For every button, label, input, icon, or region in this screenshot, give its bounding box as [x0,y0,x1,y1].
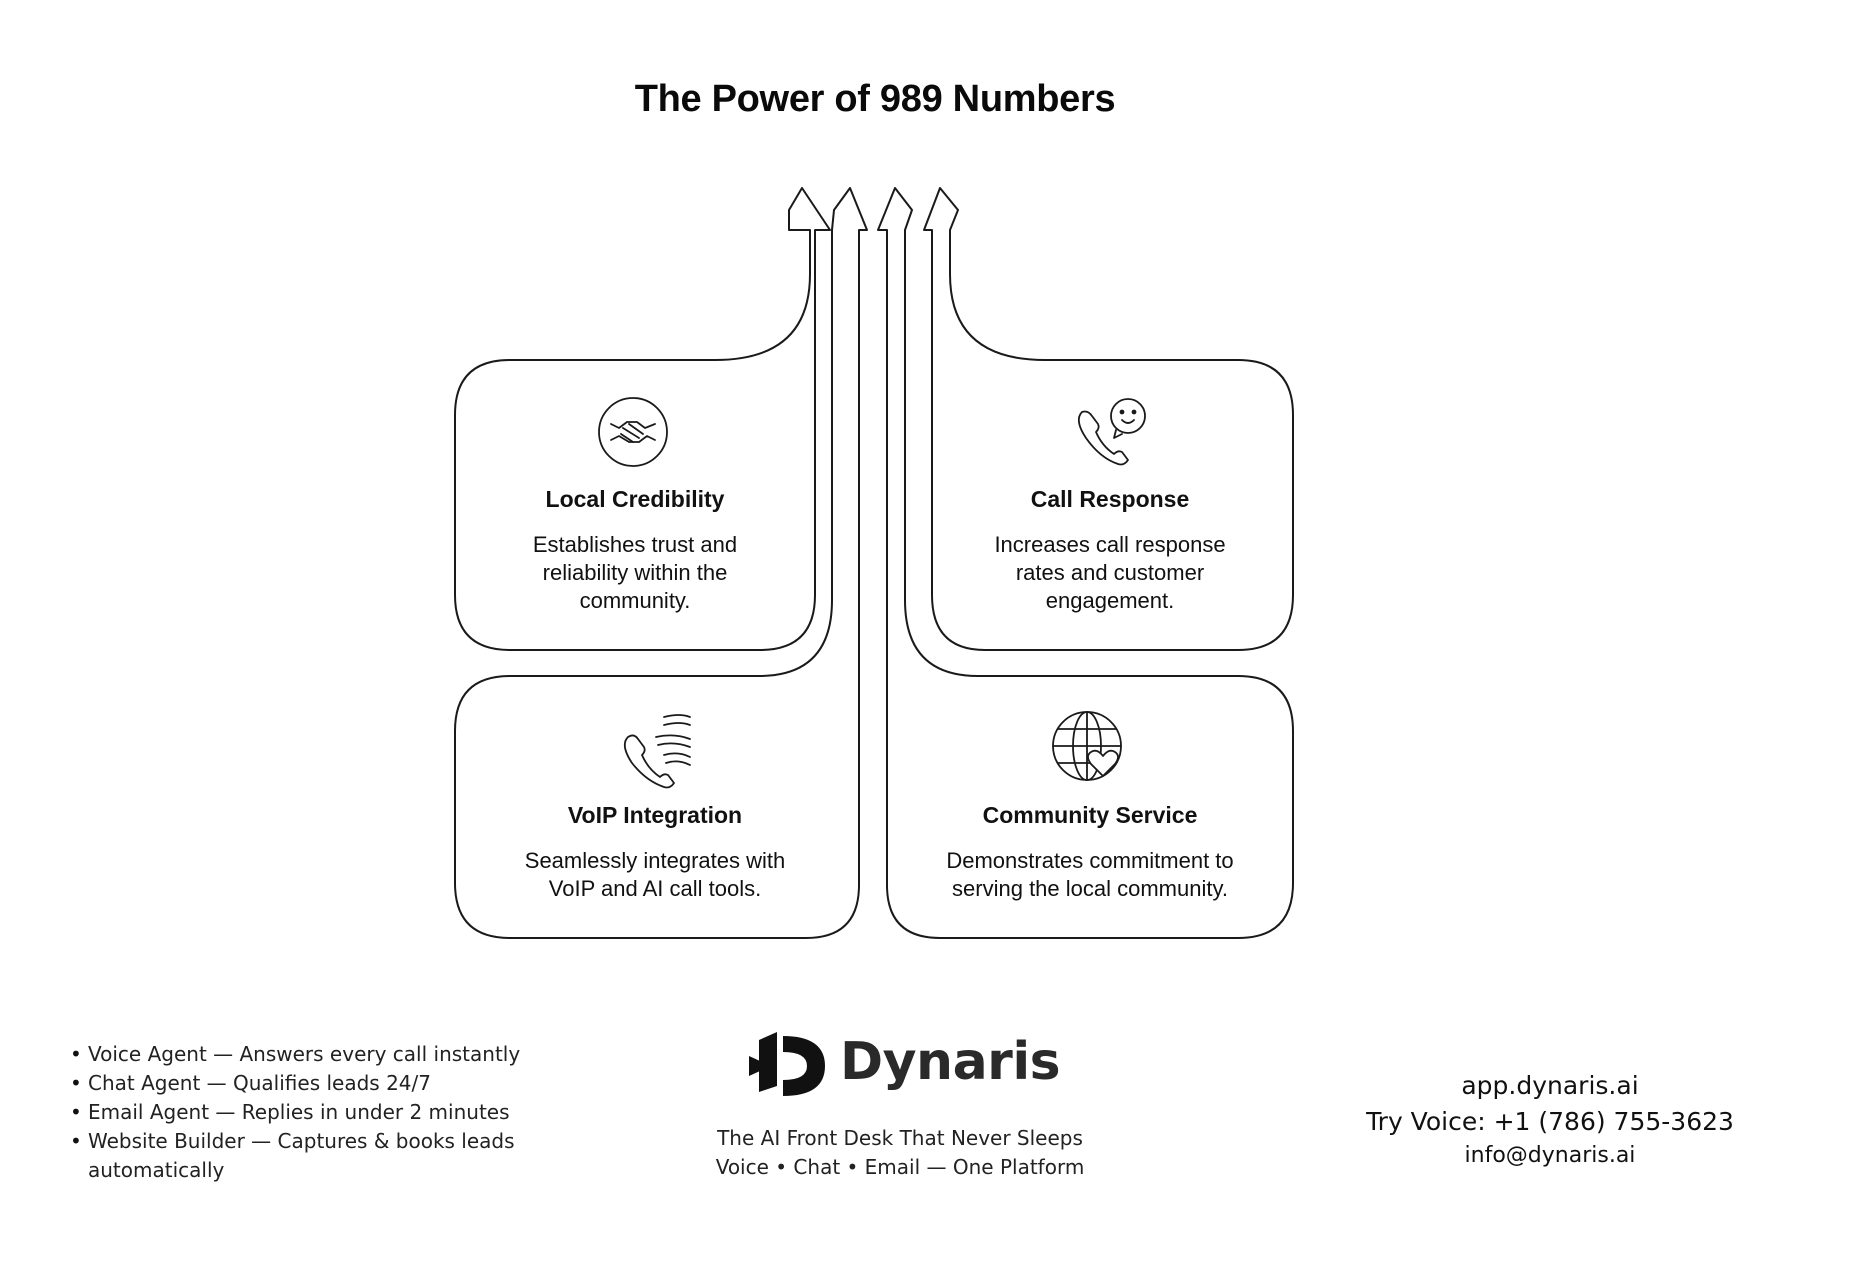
contact-phone[interactable]: Try Voice: +1 (786) 755-3623 [1366,1107,1734,1136]
card-heading: Community Service [982,802,1198,828]
card-heading: Local Credibility [545,486,725,512]
card-local-credibility: Local Credibility Establishes trust and … [500,486,770,615]
globe-heart-icon [1052,711,1122,781]
phone-waves-icon [623,714,691,789]
dynaris-logo-mark [749,1032,825,1096]
card-heading: VoIP Integration [567,802,743,828]
card-outline-voip [454,187,868,939]
card-description: Seamlessly integrates with VoIP and AI c… [524,848,786,901]
card-description: Increases call response rates and custom… [994,532,1226,613]
phone-chat-icon [1077,398,1146,466]
contact-block: app.dynaris.ai Try Voice: +1 (786) 755-3… [1340,1068,1760,1172]
card-outline-local-credibility [454,187,831,651]
handshake-icon [598,397,668,467]
card-description: Establishes trust and reliability within… [532,532,738,613]
list-item: Voice Agent — Answers every call instant… [70,1040,548,1069]
card-description: Demonstrates commitment to serving the l… [946,848,1234,901]
tagline-line-2: Voice • Chat • Email — One Platform [715,1155,1085,1179]
tagline: The AI Front Desk That Never Sleeps Voic… [690,1124,1110,1182]
page-title: The Power of 989 Numbers [634,78,1116,120]
card-call-response: Call Response Increases call response ra… [975,486,1245,615]
list-item: Website Builder — Captures & books leads… [70,1127,548,1185]
card-outline-call-response [923,187,1294,651]
contact-site[interactable]: app.dynaris.ai [1461,1071,1639,1100]
feature-list: Voice Agent — Answers every call instant… [70,1040,548,1185]
card-heading: Call Response [1030,486,1190,512]
list-item: Email Agent — Replies in under 2 minutes [70,1098,548,1127]
tagline-line-1: The AI Front Desk That Never Sleeps [717,1126,1083,1150]
card-community-service: Community Service Demonstrates commitmen… [930,802,1250,903]
brand-name: Dynaris [840,1032,1061,1092]
card-voip-integration: VoIP Integration Seamlessly integrates w… [505,802,805,903]
card-outline-community [877,187,1294,939]
list-item: Chat Agent — Qualifies leads 24/7 [70,1069,548,1098]
contact-email[interactable]: info@dynaris.ai [1464,1143,1636,1168]
